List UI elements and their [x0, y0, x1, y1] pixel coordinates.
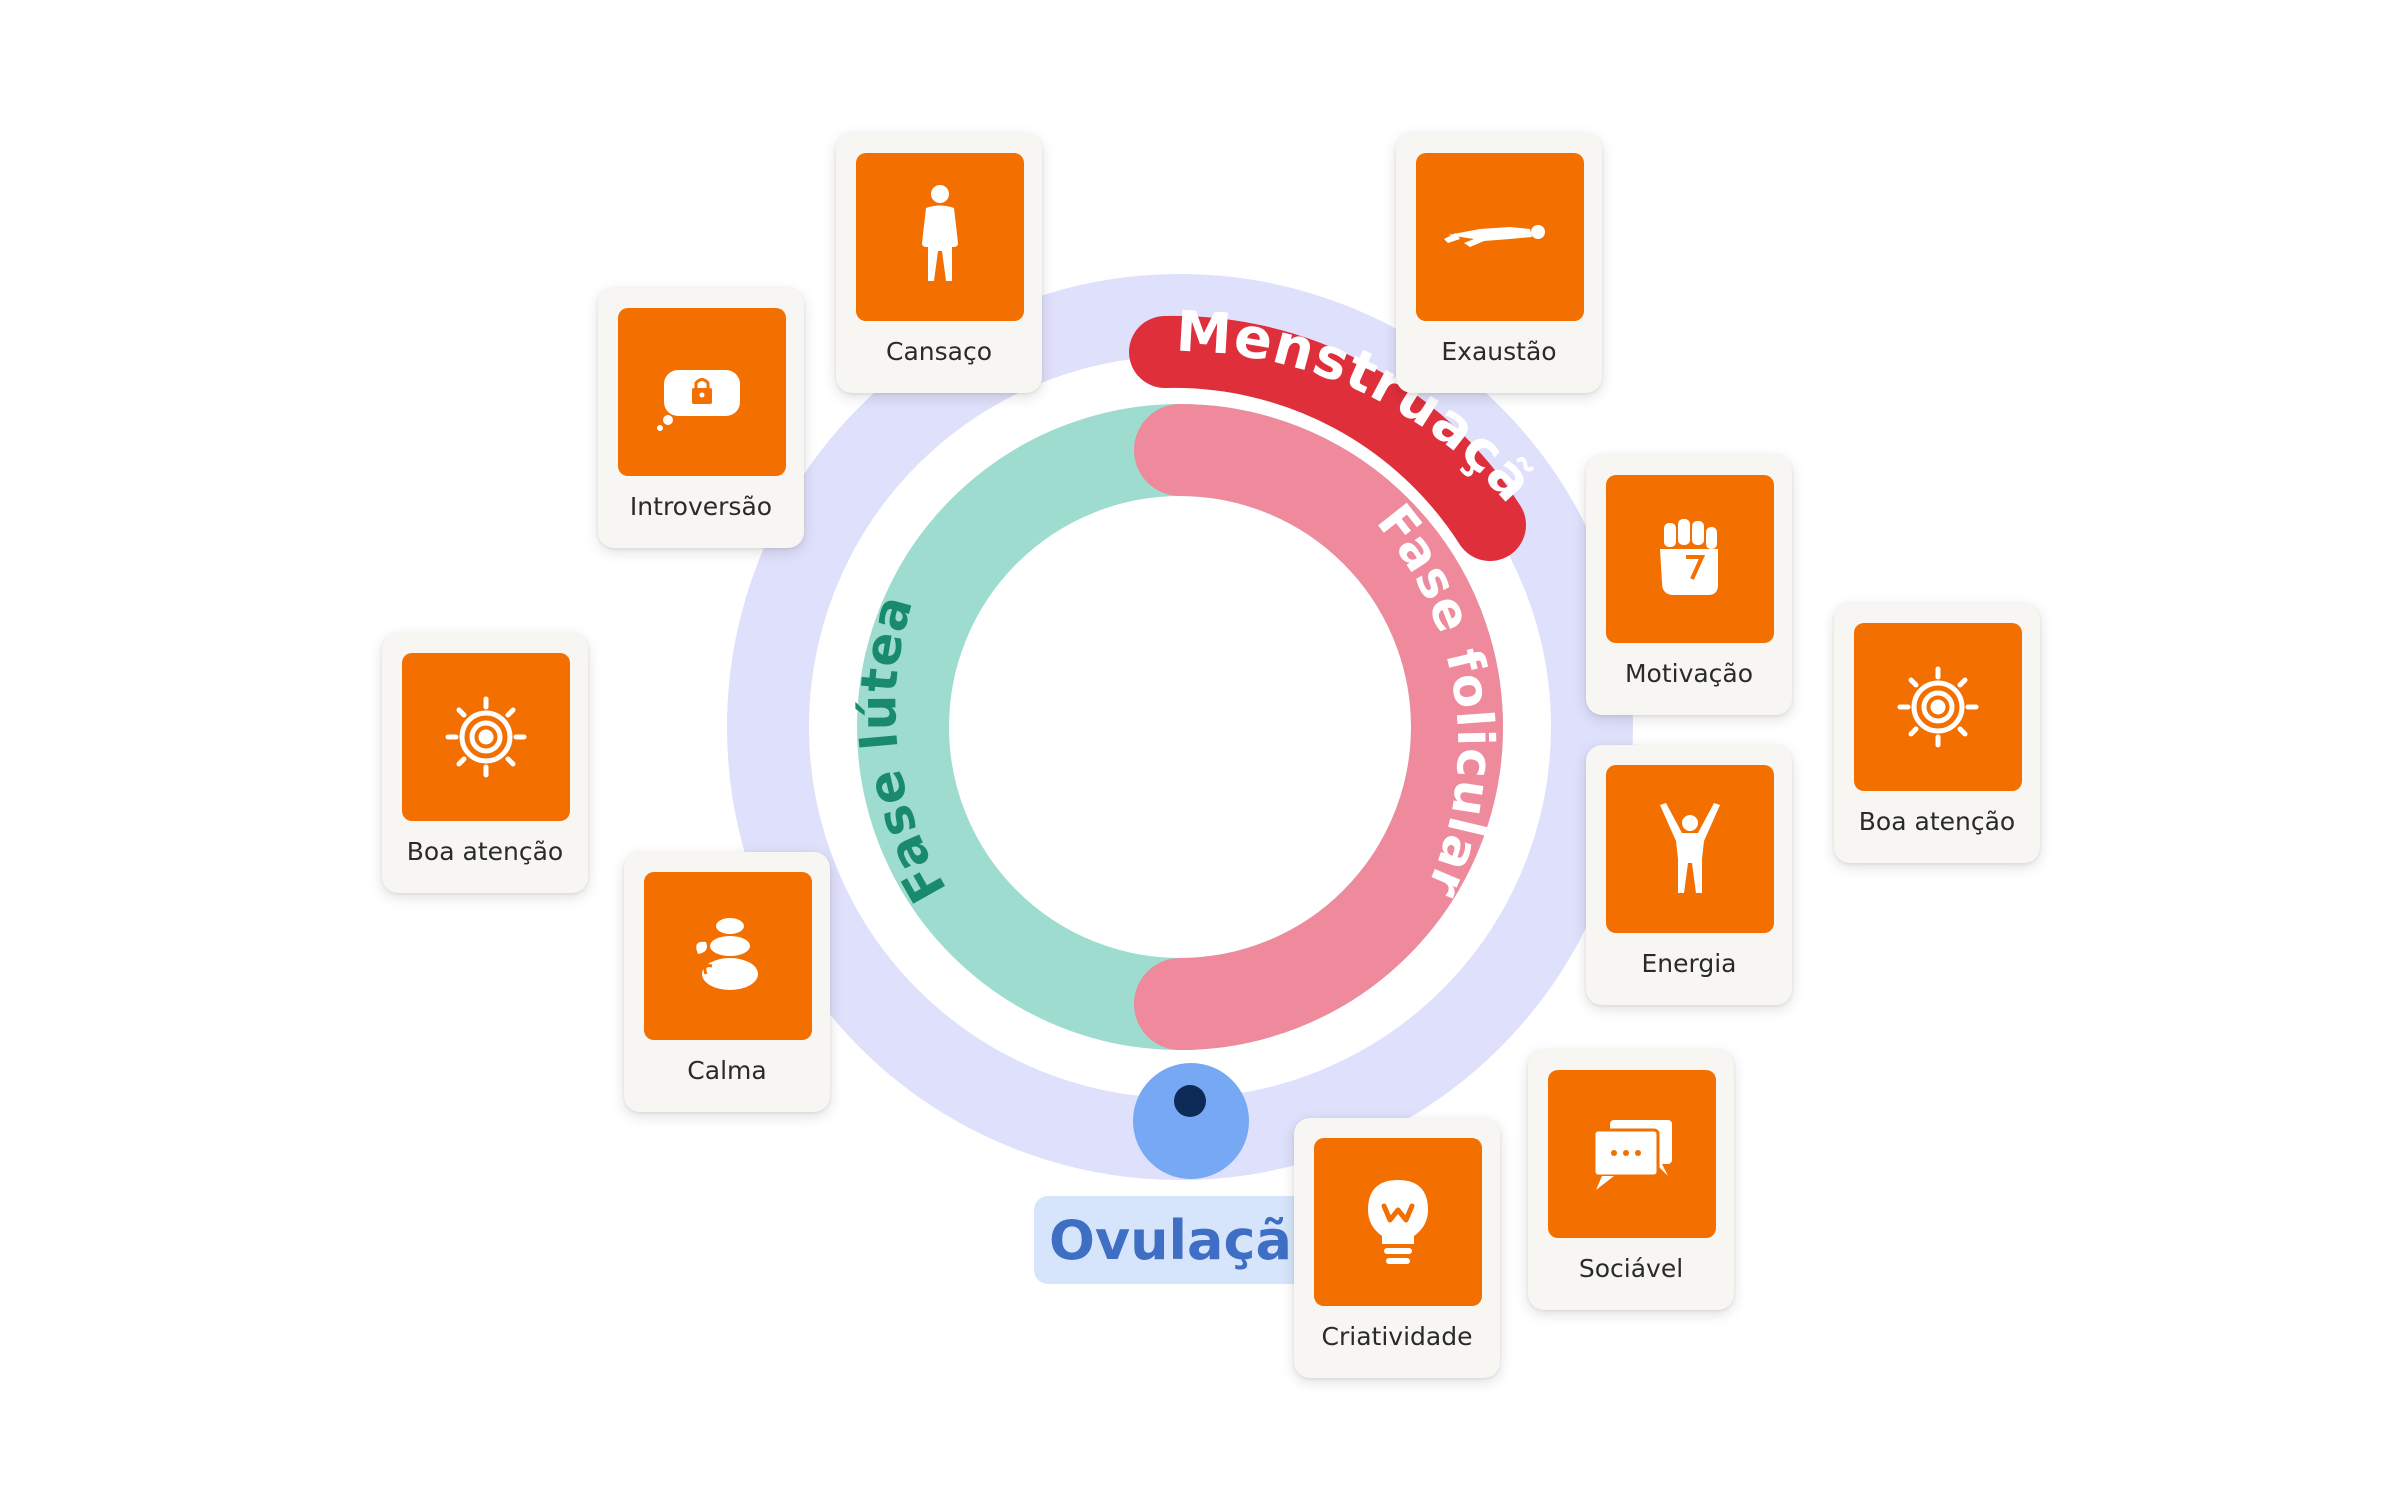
ovulation-dot	[1174, 1085, 1206, 1117]
follicular-arc	[1134, 404, 1503, 1050]
card-calma: Calma	[624, 852, 830, 1112]
target-icon	[1854, 623, 2022, 791]
locked-thought-icon	[618, 308, 786, 476]
card-label: Introversão	[629, 492, 773, 521]
ovulation-marker	[1133, 1063, 1249, 1179]
card-label: Boa atenção	[406, 837, 564, 866]
card-introversao: Introversão	[598, 288, 804, 548]
card-label: Cansaço	[885, 337, 992, 366]
target-icon	[402, 653, 570, 821]
standing-person-icon	[856, 153, 1024, 321]
card-sociavel: Sociável	[1528, 1050, 1734, 1310]
card-label: Boa atenção	[1858, 807, 2016, 836]
card-label: Motivação	[1624, 659, 1754, 688]
lying-person-icon	[1416, 153, 1584, 321]
ovulation-label: Ovulação	[1034, 1196, 1344, 1284]
chat-bubbles-icon	[1548, 1070, 1716, 1238]
card-label: Energia	[1641, 949, 1737, 978]
card-boa-atencao-left: Boa atenção	[382, 633, 588, 893]
balanced-stones-icon	[644, 872, 812, 1040]
lightbulb-icon	[1314, 1138, 1482, 1306]
card-boa-atencao-right: Boa atenção	[1834, 603, 2040, 863]
card-energia: Energia	[1586, 745, 1792, 1005]
card-cansaco: Cansaço	[836, 133, 1042, 393]
raised-fist-icon	[1606, 475, 1774, 643]
card-criatividade: Criatividade	[1294, 1118, 1500, 1378]
card-label: Exaustão	[1441, 337, 1557, 366]
card-label: Sociável	[1578, 1254, 1684, 1283]
card-motivacao: Motivação	[1586, 455, 1792, 715]
card-label: Criatividade	[1321, 1322, 1473, 1351]
card-exaustao: Exaustão	[1396, 133, 1602, 393]
card-label: Calma	[687, 1056, 767, 1085]
menstruation-arc	[1129, 315, 1526, 561]
arms-raised-person-icon	[1606, 765, 1774, 933]
